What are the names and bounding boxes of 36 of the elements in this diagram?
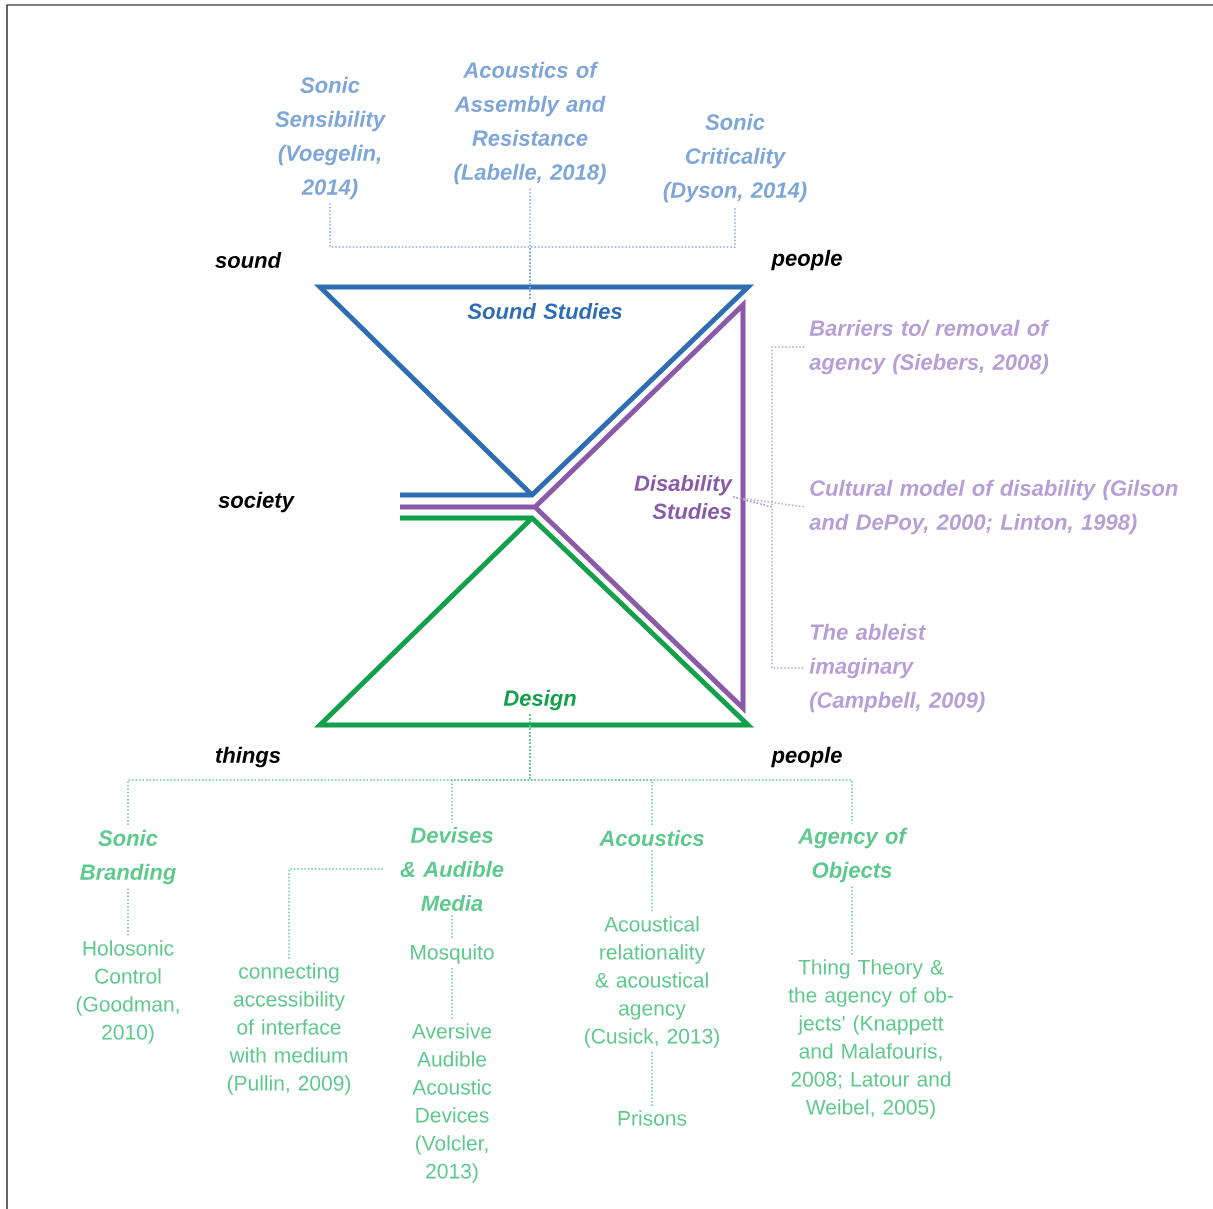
- topic-heading: Devises & Audible Media: [400, 826, 504, 912]
- topic-heading: Cultural model of disability (Gilson and DePoy, 2000; Linton, 1998): [809, 479, 1178, 535]
- topic-heading: Sonic Criticality (Dyson, 2014): [663, 113, 807, 203]
- dotted-connector: [529, 205, 736, 300]
- corner-label: people: [771, 746, 842, 768]
- reference-text: Aversive Audible Acoustic Devices (Volcler, 2013): [412, 1023, 492, 1183]
- dotted-connector: [529, 713, 853, 825]
- reference-text: Acoustical relationality & acoustical agency (Cusick, 2013): [585, 916, 719, 1048]
- dotted-connector: [127, 887, 129, 937]
- corner-label: people: [771, 249, 842, 271]
- dotted-connector: [288, 868, 384, 960]
- dotted-connector: [451, 967, 453, 1020]
- dotted-connector: [732, 496, 806, 669]
- dotted-connector: [651, 1051, 653, 1107]
- reference-text: connecting accessibility of interface with medium (Pullin, 2009): [227, 963, 351, 1095]
- topic-heading: Barriers to/ removal of agency (Siebers, 2008): [809, 319, 1050, 375]
- topic-heading: The ableist imaginary (Campbell, 2009): [809, 623, 985, 713]
- reference-text: Prisons: [618, 1110, 687, 1126]
- topic-heading: Sonic Sensibility (Voegelin, 2014): [275, 76, 386, 200]
- dotted-connector: [732, 496, 806, 508]
- corner-label: society: [218, 491, 295, 513]
- reference-text: Mosquito: [411, 944, 494, 964]
- field-label: Disability Studies: [634, 474, 733, 520]
- topic-heading: Acoustics of Assembly and Resistance (Labelle, 2018): [454, 61, 606, 185]
- field-label: Sound Studies: [467, 302, 622, 320]
- corner-label: things: [215, 746, 281, 768]
- dotted-connector: [451, 914, 453, 941]
- field-label: Design: [503, 689, 576, 711]
- topic-heading: Acoustics: [599, 829, 704, 847]
- corner-label: sound: [215, 251, 282, 269]
- reference-text: Holosonic Control (Goodman, 2010): [76, 940, 179, 1044]
- topic-heading: Agency of Objects: [797, 827, 908, 883]
- reference-text: Thing Theory & the agency of ob-jects' (Knappett and Malafouris, 2008; Latour and Weibel, 2005): [788, 959, 953, 1119]
- dotted-connector: [851, 885, 853, 956]
- topic-heading: Sonic Branding: [80, 829, 176, 885]
- dotted-connector: [651, 849, 653, 913]
